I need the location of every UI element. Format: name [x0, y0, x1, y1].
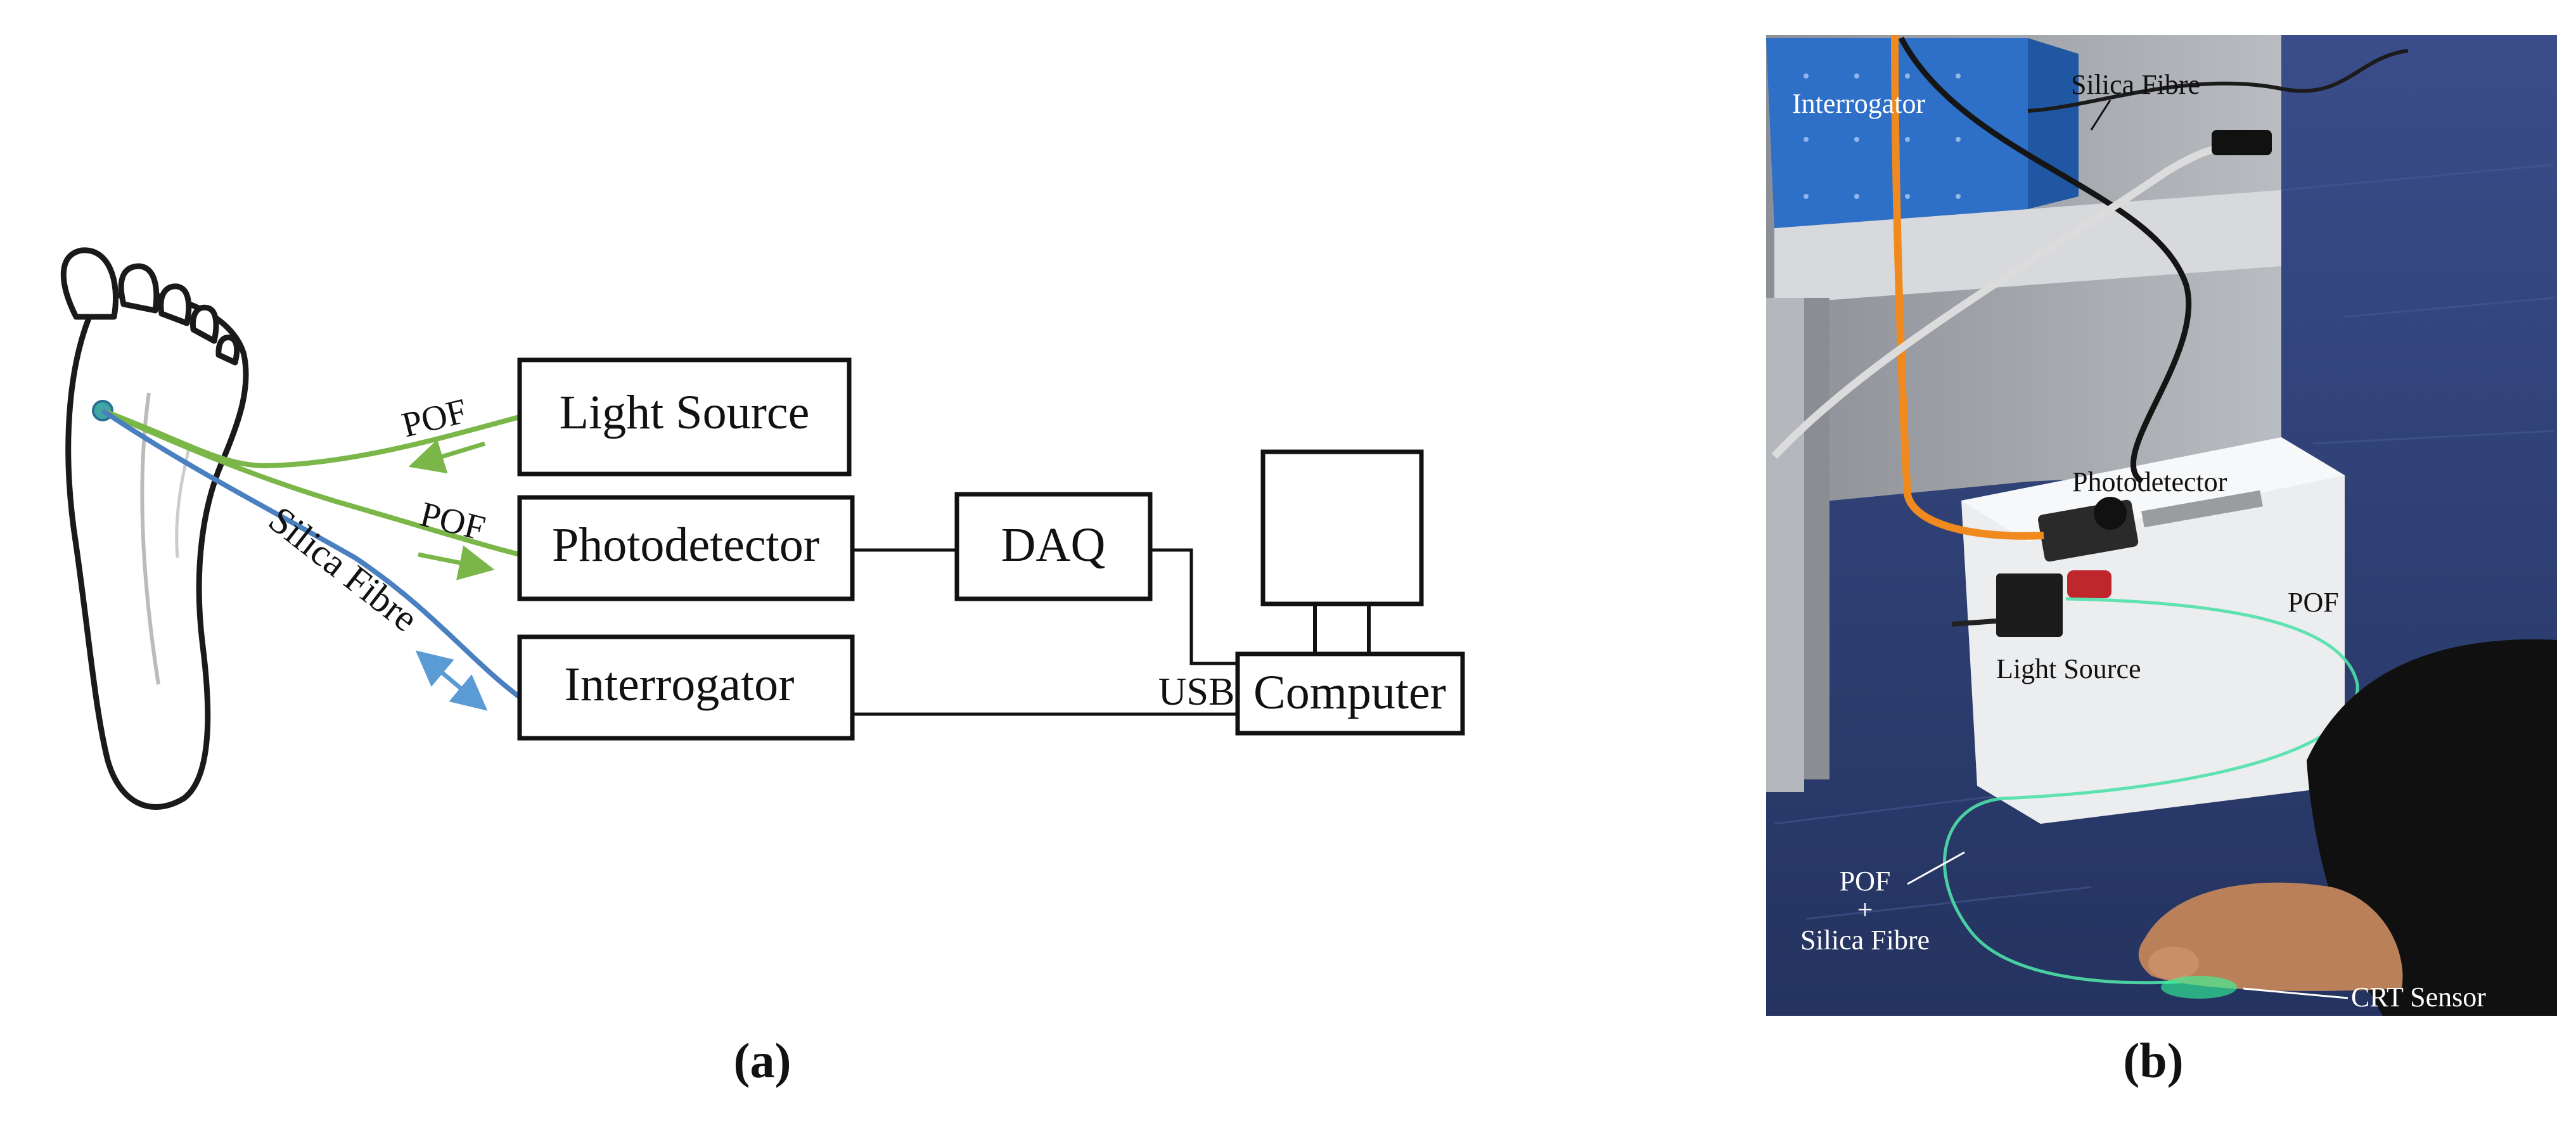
foot-illustration: [60, 247, 249, 810]
photo-orange-cable: [1891, 35, 2044, 540]
daq-label: DAQ: [1001, 518, 1106, 572]
floor-texture: [1774, 163, 2554, 920]
photodetector-block: Photodetector: [517, 495, 855, 601]
pof-fibre-to-photodetector: [101, 408, 520, 557]
photo-foot: [2138, 882, 2403, 991]
pof-label-top: POF: [398, 392, 471, 445]
panel-b-photo: Interrogator Silica Fibre Photodetector …: [1766, 35, 2557, 1088]
photo-label-pof: POF: [2288, 587, 2339, 618]
daq-block: DAQ: [954, 492, 1153, 601]
interrogator-block: Interrogator: [517, 634, 855, 741]
pof-label-bottom: POF: [416, 494, 489, 548]
photo-metal-post: [1766, 298, 1804, 792]
photo-label-pof-combo-2: +: [1857, 894, 1873, 925]
photo-label-silica-fibre: Silica Fibre: [2071, 69, 2200, 100]
pof-arrow-top: [408, 439, 486, 474]
pof-arrow-bottom: [418, 545, 495, 580]
caption-b: (b): [2123, 1033, 2183, 1088]
silica-arrow: [415, 650, 488, 711]
caption-a: (a): [734, 1033, 791, 1088]
photo-black-cable: [1899, 36, 2192, 484]
computer-block: Computer: [1235, 651, 1465, 736]
daq-to-computer-line: [1150, 548, 1238, 665]
foot-shading-2: [175, 443, 192, 558]
photo-crt-sensor-glow: [2161, 976, 2237, 999]
interrogator-label: Interrogator: [565, 658, 795, 711]
photo-pointer-silica: [2090, 99, 2111, 131]
panel-a-diagram: POF POF Silica Fibre Light Source Photod…: [60, 247, 1465, 1088]
photodetector-label: Photodetector: [552, 518, 819, 572]
photo-label-interrogator: Interrogator: [1792, 88, 1925, 119]
photo-silica-cable: [2027, 49, 2409, 113]
photo-label-photodetector: Photodetector: [2072, 466, 2227, 497]
light-source-label: Light Source: [560, 386, 810, 439]
monitor-block: [1260, 449, 1424, 654]
photo-label-light-source: Light Source: [1996, 653, 2141, 684]
usb-label: USB: [1158, 670, 1235, 714]
photo-pof-fibre-loop: [1943, 597, 2359, 985]
photo-light-source-device: [1996, 573, 2063, 637]
light-source-block: Light Source: [517, 357, 852, 477]
photo-pointer-crt: [2243, 987, 2349, 999]
computer-label: Computer: [1253, 666, 1446, 719]
photo-pointer-pof-combo: [1907, 851, 1965, 885]
photo-white-cable: [1771, 144, 2232, 459]
photo-label-pof-combo-1: POF: [1840, 866, 1891, 897]
photo-label-pof-combo-3: Silica Fibre: [1800, 925, 1930, 956]
photo-label-crt-sensor: CRT Sensor: [2351, 982, 2486, 1013]
